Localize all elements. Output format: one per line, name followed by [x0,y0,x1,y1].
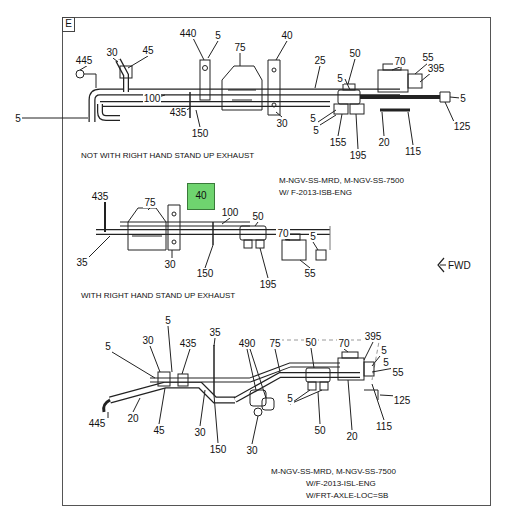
callout-number: 5 [164,315,172,326]
callout-number: 5 [459,93,467,104]
callout-number: 50 [251,211,264,222]
callout-number: 125 [453,121,472,132]
callout-number: 5 [336,73,344,84]
callout-number: 5 [214,30,222,41]
note-text: M-NGV-SS-MRD, M-NGV-SS-7500 [278,176,405,185]
note-text: W/FRT-AXLE-LOC=SB [305,491,389,500]
callout-number: 150 [191,128,210,139]
section-letter-box: E [62,17,75,32]
callout-number: 445 [75,55,94,66]
callout-number: 150 [196,268,215,279]
callout-number: 70 [393,56,406,67]
callout-number: 70 [337,338,350,349]
callout-number: 45 [141,45,154,56]
callout-number: 435 [91,191,110,202]
callout-number: 75 [143,197,156,208]
callout-number: 75 [268,338,281,349]
callout-number: 75 [233,42,246,53]
callout-number: 50 [348,48,361,59]
highlight-callout-box: 40 [187,183,215,210]
note-text: W/F-2013-ISL-ENG [305,479,377,488]
note-text: WITH RIGHT HAND STAND UP EXHAUST [80,291,236,300]
note-text: M-NGV-SS-MRD, M-NGV-SS-7500 [270,467,397,476]
callout-number: 125 [393,395,412,406]
note-text: NOT WITH RIGHT HAND STAND UP EXHAUST [80,151,255,160]
callout-number: 55 [303,268,316,279]
callout-number: 30 [141,335,154,346]
callout-number: 20 [377,137,390,148]
callout-number: 55 [391,367,404,378]
callout-number: 440 [179,28,198,39]
callout-number: 40 [280,30,293,41]
callout-number: 50 [313,425,326,436]
callout-number: 5 [309,113,317,124]
callout-number: 195 [259,279,278,290]
note-text: W/ F-2013-ISB-ENG [278,188,353,197]
callout-number: 30 [275,118,288,129]
callout-number: 100 [143,93,162,104]
callout-number: 5 [380,345,388,356]
callout-number: 5 [312,125,320,136]
callout-number: 395 [364,331,383,342]
callout-number: 435 [179,338,198,349]
callout-number: 445 [88,418,107,429]
box-text: 40 [195,190,206,209]
callout-number: 30 [245,445,258,456]
callout-number: 25 [313,55,326,66]
callout-number: 55 [421,52,434,63]
callout-number: 5 [104,341,112,352]
callout-number: 155 [329,137,348,148]
callout-number: 5 [286,393,294,404]
callout-number: 150 [209,444,228,455]
callout-number: 30 [193,427,206,438]
box-text: E [65,18,72,31]
callout-number: 70 [276,228,289,239]
callout-number: 115 [375,421,393,432]
callout-number: 100 [221,207,240,218]
callout-number: 435 [169,107,188,118]
callout-number: 490 [238,338,257,349]
callout-number: 35 [75,257,88,268]
callout-number: 5 [14,113,22,124]
callout-number: 195 [349,150,368,161]
callout-number: 50 [304,337,317,348]
callout-number: 20 [126,413,139,424]
callout-number: 395 [427,63,446,74]
callout-number: 35 [208,327,221,338]
callout-number: 5 [382,357,390,368]
callout-number: 20 [345,431,358,442]
callout-number: 30 [105,47,118,58]
callout-number: 115 [404,146,422,157]
callout-number: 45 [152,425,165,436]
callout-number: 30 [163,259,176,270]
direction-label: FWD [447,260,472,271]
callout-number: 5 [309,231,317,242]
